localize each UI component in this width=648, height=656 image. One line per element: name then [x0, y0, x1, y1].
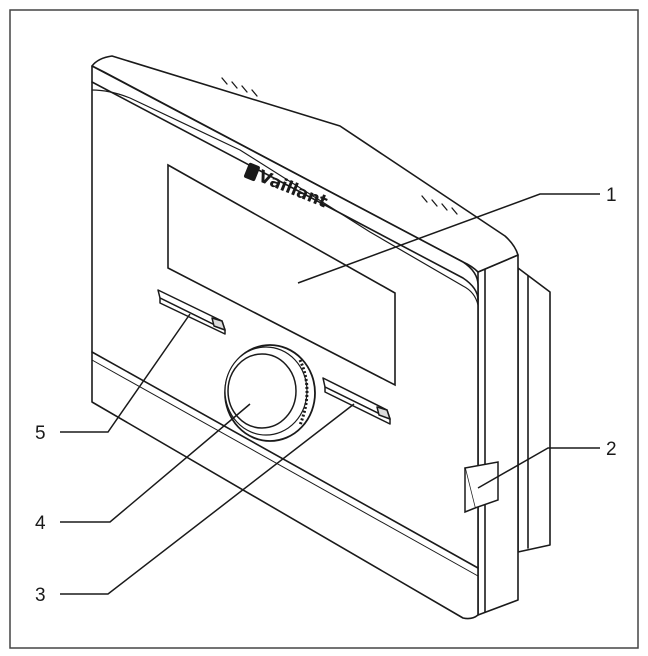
leader-line-3: [60, 403, 355, 595]
back-housing: [517, 267, 551, 553]
left-selection-button[interactable]: [157, 289, 226, 335]
front-bezel-groove: [91, 89, 479, 306]
lower-panel-line: [91, 351, 479, 569]
callout-1: 1: [606, 185, 617, 206]
callout-5: 5: [35, 423, 46, 444]
cover-right-side: [477, 254, 519, 616]
leader-lines: [60, 193, 600, 595]
callout-2: 2: [606, 439, 617, 460]
leader-line-2: [477, 447, 600, 489]
vent-slots-right: [421, 195, 458, 215]
leader-line-1: [297, 193, 600, 284]
cover-top: [91, 55, 519, 273]
lower-panel-line-2: [91, 359, 479, 577]
leader-line-5: [60, 313, 191, 433]
right-selection-button[interactable]: [322, 377, 391, 425]
display-window: [167, 163, 396, 387]
leader-line-4: [60, 403, 251, 523]
callout-3: 3: [35, 585, 46, 606]
front-bezel-top: [91, 81, 479, 301]
vent-slots-left: [221, 77, 258, 97]
callout-4: 4: [35, 513, 46, 534]
rotary-knob[interactable]: [224, 344, 316, 442]
side-tab[interactable]: [464, 461, 499, 514]
